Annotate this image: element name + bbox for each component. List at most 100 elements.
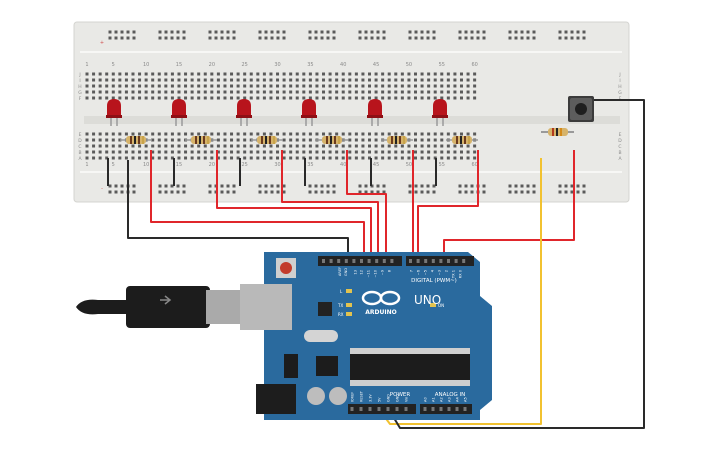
wire-led3 xyxy=(281,150,379,258)
wire-led2 xyxy=(216,150,372,258)
power-pin-label: IOREF xyxy=(351,392,355,402)
led-group xyxy=(106,99,448,126)
power-header xyxy=(348,404,416,414)
column-number: 25 xyxy=(241,62,247,68)
wire-button xyxy=(443,150,575,258)
wire-ground xyxy=(127,160,349,258)
row-letter: G xyxy=(78,90,82,96)
column-number: 5 xyxy=(112,162,115,168)
column-number: 15 xyxy=(176,62,182,68)
arduino-model: UNO xyxy=(414,293,441,307)
resistor-5 xyxy=(381,136,413,144)
row-letter: J xyxy=(618,72,620,78)
column-number: 10 xyxy=(143,162,149,168)
row-letter: I xyxy=(79,78,80,84)
row-letter: D xyxy=(618,138,622,144)
pushbutton[interactable] xyxy=(568,96,594,122)
column-number: 30 xyxy=(274,62,280,68)
column-number: 60 xyxy=(471,62,477,68)
column-number: 55 xyxy=(439,162,445,168)
resistor-2 xyxy=(185,136,217,144)
resistor-3 xyxy=(251,136,283,144)
row-letter: I xyxy=(619,78,620,84)
column-number: 15 xyxy=(176,162,182,168)
wire-led6 xyxy=(417,150,479,258)
digital-pin-label: 12 xyxy=(360,270,364,275)
crystal xyxy=(304,330,338,342)
digital-pin-label: 7 xyxy=(410,270,414,272)
rail-mark: + xyxy=(100,40,104,46)
analog-pin-label: A1 xyxy=(432,397,436,402)
column-number: 30 xyxy=(274,162,280,168)
row-letter: A xyxy=(618,156,622,162)
column-number: 1 xyxy=(85,162,88,168)
digital-pin-label: 4 xyxy=(431,269,435,272)
digital-label: DIGITAL (PWM~) xyxy=(411,278,457,284)
analog-header xyxy=(420,404,472,414)
row-letter: F xyxy=(79,96,82,102)
resistor-group xyxy=(120,136,478,144)
row-letter: G xyxy=(618,90,622,96)
usb-cable xyxy=(76,286,282,328)
power-pin-label: 5V xyxy=(378,397,382,402)
column-number: 35 xyxy=(307,162,313,168)
digital-pin-label: ~3 xyxy=(438,270,442,275)
power-jack xyxy=(256,384,296,414)
power-pin-label: RESET xyxy=(360,390,364,402)
row-letter: J xyxy=(78,72,80,78)
column-number: 55 xyxy=(439,62,445,68)
on-label: ON xyxy=(438,303,444,308)
analog-label: ANALOG IN xyxy=(435,392,466,398)
capacitor xyxy=(307,387,325,405)
led-5 xyxy=(367,99,383,126)
column-number: 25 xyxy=(241,162,247,168)
analog-pin-label: A4 xyxy=(456,397,460,402)
column-number: 10 xyxy=(143,62,149,68)
power-pin-label: 3.3V xyxy=(369,394,373,402)
led-3 xyxy=(236,99,252,126)
column-number: 60 xyxy=(471,162,477,168)
tx-label: TX xyxy=(337,303,343,308)
row-letter: B xyxy=(78,150,81,156)
led-6 xyxy=(432,99,448,126)
arduino-board: ARDUINO UNO DIGITAL (PWM~) POWER ANALOG … xyxy=(240,252,492,420)
column-number: 5 xyxy=(112,62,115,68)
power-label: POWER xyxy=(390,392,411,398)
gnd-label: GND xyxy=(344,268,348,276)
breadboard-center-channel xyxy=(84,116,620,124)
digital-pin-label: ~9 xyxy=(381,269,385,275)
wire-led4 xyxy=(346,150,387,258)
gnd-jumpers xyxy=(107,158,437,186)
row-letter: C xyxy=(618,144,621,150)
row-letter: H xyxy=(78,84,81,90)
row-letter: D xyxy=(78,138,82,144)
row-letter: B xyxy=(618,150,621,156)
column-number: 40 xyxy=(340,62,346,68)
analog-pin-label: A2 xyxy=(440,397,444,402)
column-number: 35 xyxy=(307,62,313,68)
column-number: 40 xyxy=(340,162,346,168)
digital-pin-label: ~6 xyxy=(417,269,421,275)
digital-pin-label: TX 1 xyxy=(452,270,456,279)
led-4 xyxy=(301,99,317,126)
column-number: 50 xyxy=(406,162,412,168)
usb-chip xyxy=(318,302,332,316)
digital-pin-label: 2 xyxy=(445,270,449,272)
rail-mark: - xyxy=(101,186,103,192)
column-number: 45 xyxy=(373,62,379,68)
analog-pin-label: A0 xyxy=(424,397,428,402)
column-number: 1 xyxy=(85,62,88,68)
power-pin-label: GND xyxy=(396,394,400,402)
digital-pin-label: RX 0 xyxy=(459,269,463,278)
resistor-4 xyxy=(316,136,348,144)
resistor-6 xyxy=(446,136,478,144)
digital-pin-label: ~11 xyxy=(367,270,371,278)
pulldown-resistor xyxy=(541,128,574,136)
rx-label: RX xyxy=(338,312,344,317)
wire-led1 xyxy=(150,150,365,258)
row-letter: C xyxy=(78,144,81,150)
resistor-1 xyxy=(120,136,152,144)
